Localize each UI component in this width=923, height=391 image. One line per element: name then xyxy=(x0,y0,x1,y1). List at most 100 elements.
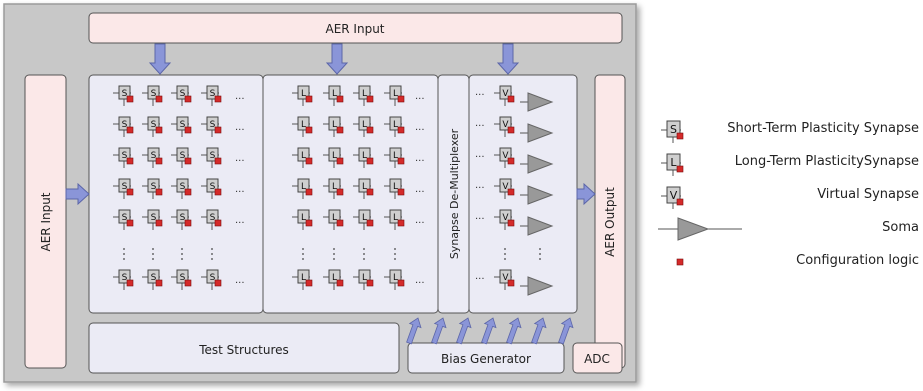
synapse-letter: S xyxy=(122,120,128,130)
synapse-letter: L xyxy=(393,120,398,130)
synapse-letter: S xyxy=(180,120,186,130)
synapse-box xyxy=(147,269,160,284)
row-ellipsis: ... xyxy=(475,180,485,191)
config-logic-square xyxy=(336,126,344,134)
synapse-box xyxy=(147,209,160,224)
vertical-dot xyxy=(504,248,506,250)
synapse-box xyxy=(118,116,131,131)
row-ellipsis: ... xyxy=(415,275,425,286)
short-term-synapse: S xyxy=(142,209,163,230)
synapse-letter: S xyxy=(122,213,128,223)
short-term-synapse: S xyxy=(142,116,163,137)
vertical-dot xyxy=(539,258,541,260)
long-term-synapse: L xyxy=(323,116,344,137)
vertical-dot xyxy=(539,253,541,255)
long-term-synapse: L xyxy=(353,269,374,290)
synapse-letter: S xyxy=(180,151,186,161)
synapse-letter: L xyxy=(362,213,367,223)
synapse-letter: S xyxy=(180,182,186,192)
synapse-letter: L xyxy=(362,89,367,99)
config-logic-square xyxy=(397,219,405,227)
synapse-box xyxy=(358,85,371,100)
aer-input-top-block xyxy=(88,12,623,44)
synapse-box xyxy=(389,209,402,224)
config-logic-square xyxy=(214,126,222,134)
config-logic-square xyxy=(126,95,134,103)
synapse-box xyxy=(499,209,512,224)
synapse-box xyxy=(499,269,512,284)
soma xyxy=(527,276,554,296)
aer-output-label: AER Output xyxy=(603,187,617,257)
short-term-synapse: S xyxy=(201,116,222,137)
arrow-right xyxy=(65,182,90,206)
synapse-letter: V xyxy=(502,120,509,130)
synapse-letter: S xyxy=(122,273,128,283)
vertical-dot xyxy=(152,253,154,255)
long-term-synapse: L xyxy=(292,178,313,199)
long-term-synapse: L xyxy=(353,147,374,168)
adc-label: ADC xyxy=(584,352,610,366)
long-term-synapse: L xyxy=(353,209,374,230)
synapse-letter: S xyxy=(151,89,157,99)
row-ellipsis: ... xyxy=(235,215,245,226)
vertical-dot xyxy=(363,253,365,255)
synapse-letter: S xyxy=(180,213,186,223)
arrow-down xyxy=(496,43,520,75)
synapse-letter: S xyxy=(210,120,216,130)
arrow-down xyxy=(148,43,172,75)
long-term-synapse: L xyxy=(353,178,374,199)
bias-arrow-shape xyxy=(431,317,447,345)
long-term-synapse: L xyxy=(292,209,313,230)
synapse-box xyxy=(206,269,219,284)
config-logic-square xyxy=(214,157,222,165)
long-term-synapse-icon: L xyxy=(661,153,684,176)
bias-arrow-shape xyxy=(406,317,422,345)
bias-generator-label: Bias Generator xyxy=(441,352,531,366)
short-term-synapse: S xyxy=(171,116,192,137)
vertical-dot xyxy=(363,258,365,260)
bias-arrow-shape xyxy=(456,317,472,345)
config-logic-square xyxy=(184,279,192,287)
soma-icon xyxy=(677,217,710,241)
short-term-synapse: S xyxy=(201,178,222,199)
short-term-synapse-icon: S xyxy=(661,120,684,143)
synapse-box xyxy=(499,178,512,193)
bias-arrow xyxy=(431,317,447,345)
short-term-synapse: S xyxy=(171,85,192,106)
row-ellipsis: ... xyxy=(415,153,425,164)
legend-label: Short-Term Plasticity Synapse xyxy=(727,121,919,136)
synapse-box xyxy=(358,147,371,162)
soma xyxy=(527,154,554,174)
synapse-letter: V xyxy=(502,273,509,283)
synapse-box xyxy=(499,85,512,100)
vertical-dot xyxy=(394,248,396,250)
row-ellipsis: ... xyxy=(235,91,245,102)
config-logic-square xyxy=(507,126,515,134)
long-term-synapse-matrix xyxy=(262,74,439,314)
vertical-dot xyxy=(211,253,213,255)
synapse-box xyxy=(147,116,160,131)
row-ellipsis: ... xyxy=(475,118,485,129)
long-term-synapse: L xyxy=(384,209,405,230)
synapse-box xyxy=(389,178,402,193)
long-term-synapse: L xyxy=(323,147,344,168)
long-term-synapse: L xyxy=(353,85,374,106)
config-logic-icon xyxy=(676,258,684,266)
long-term-synapse: L xyxy=(292,85,313,106)
bias-arrow-shape xyxy=(506,317,522,345)
short-term-synapse: S xyxy=(113,269,134,290)
row-ellipsis: ... xyxy=(415,184,425,195)
aer-input-left-label: AER Input xyxy=(39,192,53,251)
synapse-box xyxy=(499,147,512,162)
legend-label: Soma xyxy=(882,220,919,235)
short-term-synapse: S xyxy=(113,178,134,199)
config-logic-square xyxy=(397,126,405,134)
vertical-dot xyxy=(152,248,154,250)
synapse-box xyxy=(328,178,341,193)
synapse-box xyxy=(328,209,341,224)
config-logic-square xyxy=(155,126,163,134)
config-logic-square xyxy=(184,219,192,227)
arrow-down xyxy=(325,43,349,75)
short-term-synapse: S xyxy=(113,147,134,168)
vertical-dot xyxy=(333,248,335,250)
